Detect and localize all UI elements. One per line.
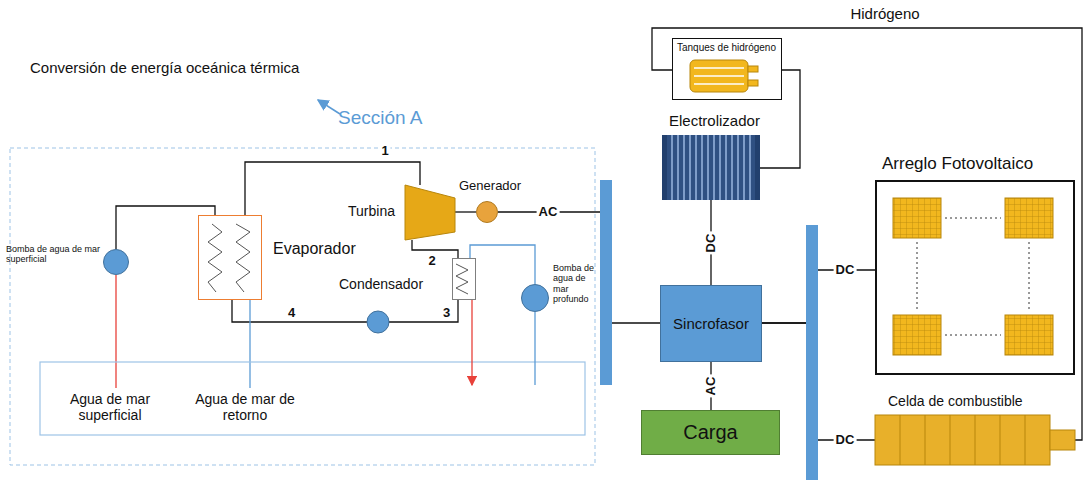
section-outline (10, 148, 595, 465)
pv-panel (893, 198, 941, 238)
connector (232, 300, 458, 322)
connector-line (116, 206, 215, 249)
connector-label: DC (834, 263, 857, 277)
node-label: Agua de mar superficial (64, 391, 156, 423)
node-label: Arreglo Fotovoltaico (882, 154, 1033, 174)
node-box: Agua de mar superficial (60, 388, 160, 426)
pv-panel (1005, 315, 1053, 355)
tank-symbol (690, 60, 748, 92)
connector (652, 28, 1082, 440)
connector (250, 300, 251, 388)
node-label: Electrolizador (669, 112, 760, 129)
connector (762, 270, 875, 323)
callout-number: 4 (288, 306, 295, 320)
connector-line (455, 211, 476, 212)
connector-line (115, 275, 116, 388)
outflow-arrow (471, 300, 472, 385)
node-box: Evaporador (198, 215, 262, 300)
connector-label: DC (834, 433, 857, 447)
tank-valve (748, 66, 758, 72)
coil (456, 264, 468, 294)
ac-bus (600, 180, 612, 385)
node-box: Tanques de hidrógeno (672, 38, 782, 100)
node-box: Turbina (405, 185, 455, 240)
pv-panel (1005, 198, 1053, 238)
node-label: Generador (459, 179, 521, 194)
node-box: Arreglo Fotovoltaico (875, 180, 1075, 375)
node-text-area: Agua de mar superficial (60, 388, 160, 426)
connector-label: 1 (379, 144, 390, 158)
connector-line (498, 212, 660, 323)
pv-wiring (917, 218, 1029, 335)
connector-label: Hidrógeno (848, 6, 921, 23)
connector (116, 275, 117, 388)
connector-label: 2 (426, 254, 437, 268)
connector (760, 70, 800, 168)
node-box: Carga (641, 410, 780, 455)
fuel-cell-body (875, 415, 1050, 465)
coil (208, 224, 222, 292)
node-label: Agua de mar de retorno (184, 391, 306, 423)
connector (498, 212, 660, 323)
connector-line (249, 300, 250, 388)
node-label: Condensador (339, 276, 423, 292)
connector-label: DC (704, 232, 718, 255)
connector-line (232, 300, 458, 322)
node-box: Electrolizador (662, 135, 760, 200)
fluid-pump (367, 311, 389, 333)
node-box: Bomba de agua de mar superficial (103, 249, 129, 275)
node-text-area: Sincrofasor (661, 286, 761, 361)
tank-valve (748, 80, 758, 86)
node-label: Tanques de hidrógeno (677, 42, 776, 54)
dc-bus (806, 225, 818, 480)
node-label: Bomba de agua de mar superficial (6, 244, 101, 265)
connector (455, 212, 476, 213)
node-label: Evaporador (273, 240, 356, 258)
connector (470, 245, 535, 284)
leader-arrow (318, 100, 340, 114)
connector (116, 206, 215, 249)
section-title: Sección A (338, 108, 423, 129)
turbine-symbol (405, 185, 455, 240)
node-box: Agua de mar de retorno (180, 388, 310, 426)
connector-line (760, 70, 800, 168)
node-box: Generador (476, 201, 498, 223)
node-box: Celda de combustible (875, 415, 1075, 465)
pv-panel (893, 315, 941, 355)
fuel-cell-inlet (1050, 430, 1075, 450)
node-label: Carga (683, 421, 737, 444)
connector-label: AC (537, 205, 560, 219)
fuel-cell-plates (900, 415, 1025, 465)
node-text-area: Carga (642, 411, 779, 454)
node-label: Sincrofasor (673, 315, 749, 332)
connector-line (652, 28, 1082, 440)
connector-line (470, 245, 535, 284)
intake-line (534, 312, 535, 385)
node-label: Celda de combustible (888, 393, 1023, 409)
node-label: Bomba de agua de mar profundo (553, 263, 599, 304)
ocean-band (40, 362, 585, 435)
coil (236, 224, 250, 292)
node-label: Turbina (348, 203, 395, 219)
node-text-area: Agua de mar de retorno (180, 388, 310, 426)
node-box: Bomba de agua de mar profundo (521, 284, 549, 312)
node-box: Condensador (452, 258, 476, 300)
section-title: Conversión de energía oceánica térmica (30, 60, 299, 77)
callout-number: 3 (443, 306, 450, 320)
tank-symbol (694, 68, 744, 84)
node-box: Sincrofasor (660, 285, 762, 362)
connector-label: AC (704, 375, 718, 398)
connector-line (762, 270, 875, 323)
